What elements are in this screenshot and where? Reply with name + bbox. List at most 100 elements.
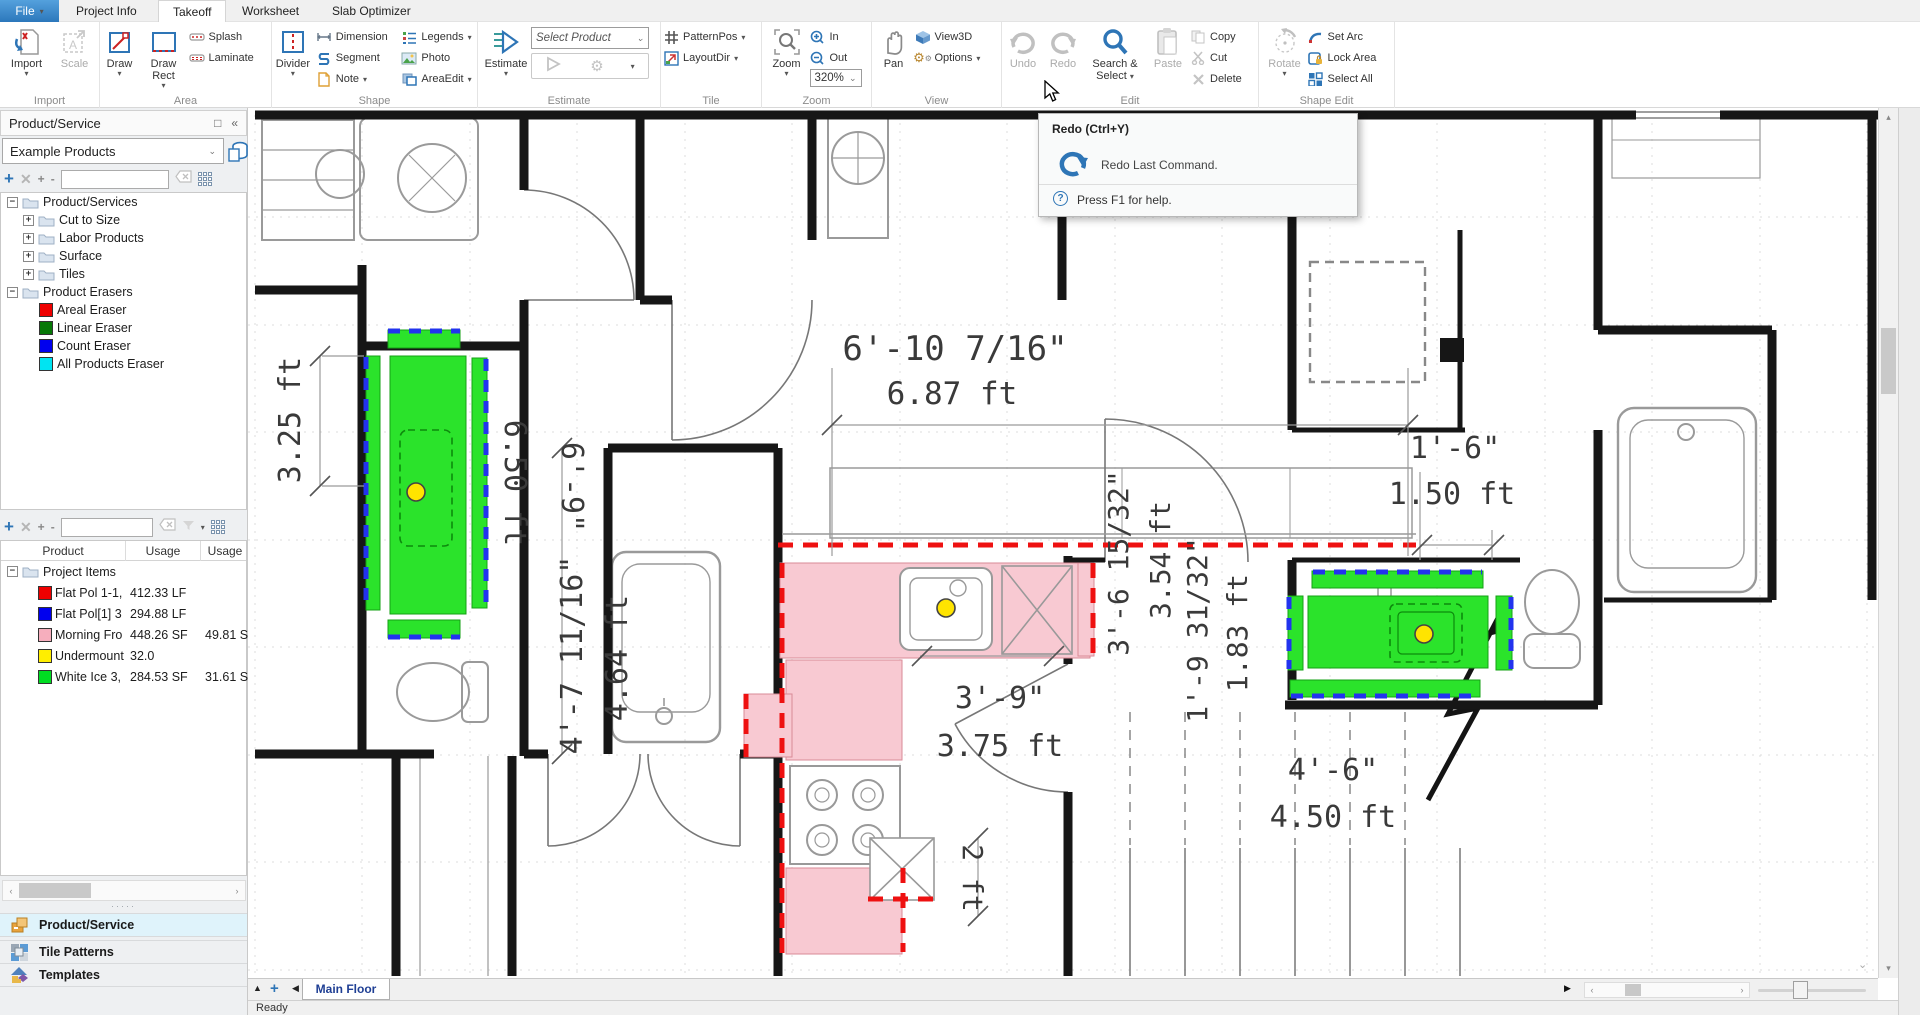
table-row[interactable]: Flat Pol 1-1, 412.33 LF	[1, 582, 246, 603]
tree-item-linear-eraser[interactable]: Linear Eraser	[1, 319, 246, 337]
tree-search-input[interactable]	[60, 169, 169, 189]
file-menu-button[interactable]: File ▾	[0, 0, 59, 22]
collapse-all-icon[interactable]: -	[50, 172, 55, 186]
scroll-left-icon[interactable]: ‹	[9, 885, 13, 896]
filter-icon[interactable]	[182, 518, 195, 536]
collapse-icon[interactable]: −	[7, 286, 18, 298]
rotate-button[interactable]: Rotate ▾	[1264, 24, 1306, 92]
tree-item-product-erasers[interactable]: − Product Erasers	[1, 283, 246, 301]
scroll-right-icon[interactable]: ›	[1740, 985, 1744, 995]
zoom-in-button[interactable]: In	[810, 27, 868, 47]
cut-button[interactable]: Cut	[1190, 48, 1256, 68]
floor-plan[interactable]: 6'-10 7/16" 6.87 ft 3.25 ft 6.50 ft 6'-9…	[248, 108, 1878, 978]
library-dropdown[interactable]: Example Products ⌄	[2, 138, 224, 164]
column-header-usage[interactable]: Usage	[126, 541, 201, 561]
tree-item-surface[interactable]: + Surface	[1, 247, 246, 265]
caret-down-icon[interactable]: ▾	[200, 522, 205, 532]
estimate-settings-gear-icon[interactable]: ⚙	[590, 58, 604, 75]
laminate-button[interactable]: Laminate	[188, 48, 271, 68]
tree-item-areal-eraser[interactable]: Areal Eraser	[1, 301, 246, 319]
segment-button[interactable]: Segment	[316, 48, 400, 68]
import-button[interactable]: Import ▾	[3, 24, 51, 92]
draw-rect-button[interactable]: Draw Rect ▾	[141, 24, 187, 92]
zoom-slider-track[interactable]	[1758, 989, 1866, 992]
column-header-usage2[interactable]: Usage	[207, 544, 243, 558]
scale-button[interactable]: A Scale	[53, 24, 97, 92]
delete-button[interactable]: Delete	[1190, 69, 1256, 89]
tree-item-cut-to-size[interactable]: + Cut to Size	[1, 211, 246, 229]
legends-button[interactable]: Legends ▾	[401, 27, 477, 47]
expand-icon[interactable]: +	[23, 268, 34, 280]
expand-icon[interactable]: +	[23, 250, 34, 262]
zoom-level-combo[interactable]: 320% ⌄	[809, 69, 862, 87]
tree-item-tiles[interactable]: + Tiles	[1, 265, 246, 283]
area-edit-button[interactable]: AreaEdit ▾	[401, 69, 477, 89]
lock-area-button[interactable]: Lock Area	[1308, 48, 1390, 68]
undo-button[interactable]: Undo	[1004, 24, 1042, 92]
tree-item-count-eraser[interactable]: Count Eraser	[1, 337, 246, 355]
collapse-icon[interactable]: −	[7, 196, 18, 208]
redo-button[interactable]: Redo	[1044, 24, 1082, 92]
drawing-canvas[interactable]: 6'-10 7/16" 6.87 ft 3.25 ft 6.50 ft 6'-9…	[248, 108, 1878, 978]
next-sheet-icon[interactable]: ▶	[1564, 983, 1571, 993]
tree-item-labor-products[interactable]: + Labor Products	[1, 229, 246, 247]
pan-button[interactable]: Pan	[875, 24, 913, 92]
column-header-product[interactable]: Product	[1, 541, 126, 561]
dimension-button[interactable]: Dimension	[316, 27, 400, 47]
table-row[interactable]: Flat Pol[1] 3 294.88 LF	[1, 603, 246, 624]
tab-project-info[interactable]: Project Info	[62, 0, 151, 22]
clear-search-icon[interactable]	[174, 170, 192, 188]
pattern-pos-button[interactable]: PatternPos ▾	[663, 27, 759, 47]
sheet-list-up-icon[interactable]: ▲	[253, 983, 262, 993]
zoom-out-button[interactable]: Out	[810, 48, 868, 68]
canvas-horizontal-scrollbar[interactable]: ‹ ›	[1584, 982, 1750, 998]
layout-dir-button[interactable]: LayoutDir ▾	[663, 48, 759, 68]
green-vanity-right[interactable]	[1287, 570, 1513, 698]
add-product-icon[interactable]: +	[4, 169, 14, 188]
grid-view-icon[interactable]	[197, 172, 212, 186]
scroll-down-icon[interactable]: ▾	[1886, 963, 1891, 973]
sheet-tab-main-floor[interactable]: Main Floor	[302, 979, 390, 1000]
scroll-up-icon[interactable]: ▴	[1886, 112, 1891, 122]
splash-button[interactable]: Splash	[188, 27, 271, 47]
copy-button[interactable]: Copy	[1190, 27, 1256, 47]
table-row[interactable]: Undermount 32.0	[1, 645, 246, 666]
tab-takeoff[interactable]: Takeoff	[158, 0, 227, 22]
scrollbar-thumb[interactable]	[19, 883, 91, 898]
delete-product-icon[interactable]: ✕	[19, 170, 32, 187]
scroll-right-icon[interactable]: ›	[235, 885, 239, 896]
photo-button[interactable]: Photo	[401, 48, 477, 68]
collapse-icon[interactable]: −	[7, 566, 18, 577]
scrollbar-thumb[interactable]	[1625, 984, 1641, 996]
float-panel-icon[interactable]: □	[214, 116, 222, 130]
tab-worksheet[interactable]: Worksheet	[228, 0, 313, 22]
zoom-button[interactable]: Zoom ▾	[766, 24, 808, 92]
grid-view-icon[interactable]	[210, 520, 225, 534]
add-item-icon[interactable]: +	[4, 517, 14, 536]
collapse-scrollbar-icon[interactable]: ⌄	[1858, 959, 1868, 971]
items-search-input[interactable]	[60, 517, 153, 537]
count-point[interactable]	[406, 482, 426, 502]
sidebar-item-tile-patterns[interactable]: Tile Patterns	[0, 940, 247, 964]
view3d-button[interactable]: View3D	[915, 27, 999, 47]
run-estimate-icon[interactable]	[545, 55, 563, 77]
select-all-button[interactable]: Select All	[1308, 69, 1390, 89]
tree-item-root[interactable]: − Product/Services	[1, 193, 246, 211]
estimate-button[interactable]: Estimate ▾	[483, 24, 529, 92]
panel-splitter-grip[interactable]: ·····	[111, 901, 136, 911]
sidebar-item-templates[interactable]: Templates	[0, 963, 247, 987]
caret-down-icon[interactable]: ▾	[630, 61, 635, 71]
scrollbar-thumb[interactable]	[1881, 328, 1896, 394]
delete-item-icon[interactable]: ✕	[19, 518, 32, 535]
table-row[interactable]: White Ice 3, 284.53 SF 31.61 S	[1, 666, 248, 687]
clear-search-icon[interactable]	[158, 518, 176, 536]
options-button[interactable]: ⚙⚙ Options ▾	[913, 48, 999, 68]
count-point[interactable]	[1414, 624, 1434, 644]
sidebar-item-product-service[interactable]: Product/Service	[0, 913, 247, 937]
collapse-panel-icon[interactable]: «	[231, 116, 238, 130]
note-button[interactable]: Note ▾	[316, 69, 400, 89]
table-row[interactable]: Morning Fro 448.26 SF 49.81 S	[1, 624, 248, 645]
library-database-icon[interactable]	[228, 140, 248, 167]
red-linear-takeoff[interactable]	[743, 542, 1416, 954]
expand-icon[interactable]: +	[23, 214, 34, 226]
